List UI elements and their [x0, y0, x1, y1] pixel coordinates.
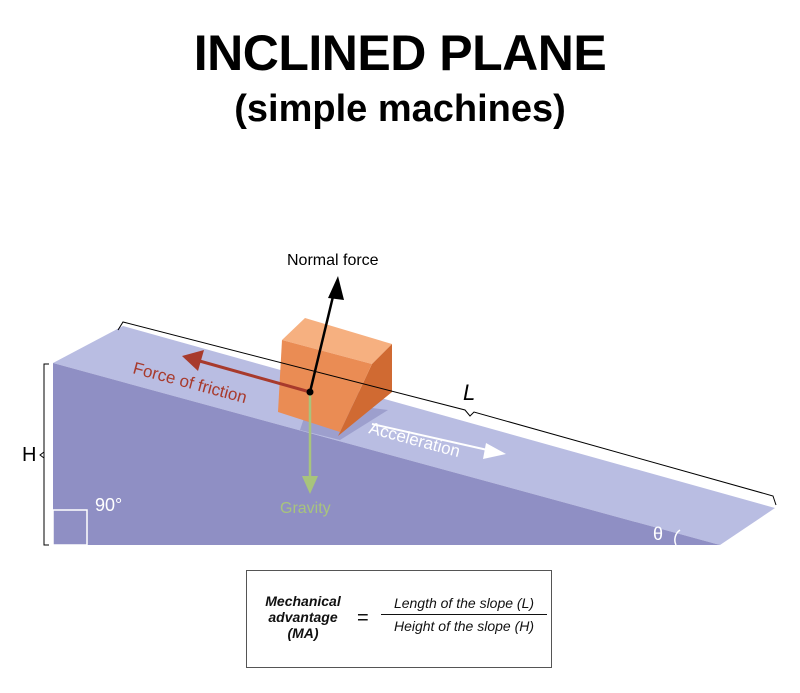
- block-front-face: [278, 340, 372, 432]
- normal-force-label: Normal force: [287, 252, 379, 269]
- formula-lhs-line1: Mechanical: [265, 593, 341, 609]
- right-angle-marker: [52, 509, 88, 546]
- right-angle-label: 90°: [95, 495, 122, 515]
- length-bracket: [117, 321, 777, 506]
- block-top-face: [282, 318, 392, 364]
- formula-fraction: Length of the slope (L) Height of the sl…: [381, 595, 547, 634]
- formula-denominator: Height of the slope (H): [393, 618, 535, 634]
- acceleration-arrow: [371, 423, 493, 452]
- friction-arrowhead: [182, 350, 204, 371]
- normal-force-arrowhead: [328, 276, 344, 300]
- gravity-label: Gravity: [280, 500, 331, 517]
- diagram-title: INCLINED PLANE: [193, 25, 607, 81]
- theta-arc: [674, 529, 681, 546]
- mechanical-advantage-formula: Mechanical advantage (MA) = Length of th…: [246, 570, 552, 668]
- height-bracket: [43, 363, 49, 546]
- length-label: L: [463, 380, 475, 405]
- formula-equals: =: [357, 607, 369, 629]
- acceleration-arrowhead: [483, 443, 506, 459]
- ramp-top-surface: [53, 326, 775, 545]
- formula-lhs-line2: advantage: [268, 609, 338, 625]
- theta-label: θ: [653, 524, 663, 544]
- block: [278, 318, 392, 436]
- gravity-arrowhead: [302, 476, 318, 494]
- force-origin-dot: [306, 388, 314, 396]
- formula-lhs: Mechanical advantage (MA): [253, 593, 353, 641]
- formula-numerator: Length of the slope (L): [381, 595, 547, 615]
- normal-force-arrow: [308, 283, 338, 393]
- friction-arrow: [195, 358, 311, 394]
- height-label: H: [22, 444, 36, 466]
- block-side-face: [338, 344, 392, 436]
- formula-lhs-line3: (MA): [287, 625, 319, 641]
- diagram-subtitle: (simple machines): [234, 88, 566, 130]
- ramp-side-face: [53, 363, 720, 545]
